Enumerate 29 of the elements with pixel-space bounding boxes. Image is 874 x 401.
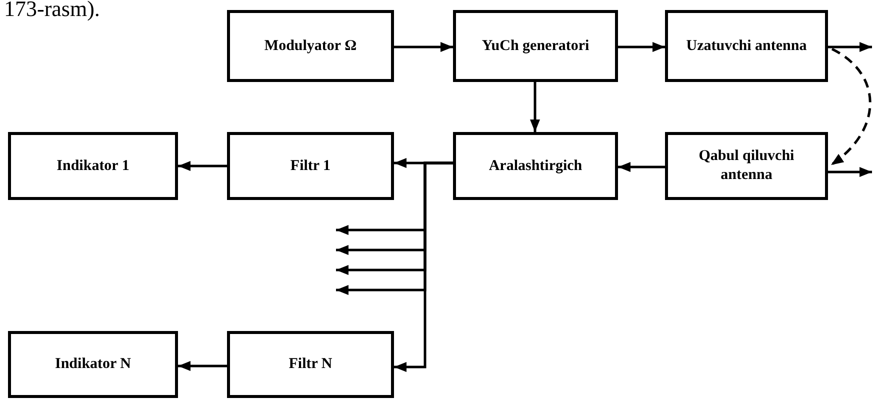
arrow (830, 48, 872, 166)
arrow (530, 82, 540, 132)
block-label: Filtr N (288, 355, 332, 374)
block-label: Aralashtirgich (488, 156, 582, 176)
block-label: Uzatuvchi antenna (686, 36, 807, 56)
block-label: YuCh generatori (482, 36, 590, 56)
arrow (618, 42, 665, 52)
block-box (227, 331, 394, 398)
block-box (665, 132, 828, 200)
block-box (8, 132, 178, 200)
block-box (8, 331, 178, 398)
block-label: Indikator N (55, 355, 131, 374)
block-box (453, 132, 618, 200)
block-box (227, 132, 394, 200)
block-label: Modulyator Ω (264, 36, 357, 56)
arrow (828, 42, 872, 52)
figure-reference: 173-rasm). (4, 0, 100, 22)
arrow (828, 167, 872, 177)
arrow (394, 162, 453, 372)
block-box (453, 10, 618, 82)
block-label: Filtr 1 (290, 156, 331, 176)
arrow (178, 161, 227, 171)
block-box (665, 10, 828, 82)
arrow (618, 162, 665, 172)
block-label: Indikator 1 (56, 156, 130, 176)
arrow (178, 361, 227, 371)
block-box (227, 10, 394, 82)
block-label: Qabul qiluvchi antenna (698, 147, 796, 185)
arrow (394, 42, 453, 52)
